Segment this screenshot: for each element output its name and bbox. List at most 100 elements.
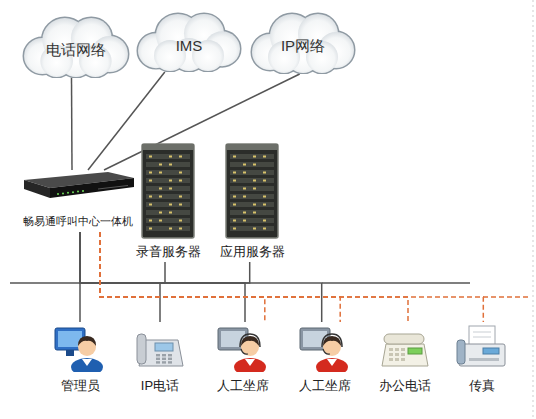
icon-part — [234, 358, 266, 372]
icon-part — [168, 354, 172, 356]
icon-part — [243, 188, 246, 190]
node-label: 办公电话 — [372, 378, 438, 394]
icon-part — [230, 162, 274, 167]
icon-part — [401, 353, 405, 356]
icon-part — [130, 140, 206, 242]
icon-part — [66, 350, 74, 356]
icon-part — [146, 202, 190, 207]
icon-part — [408, 348, 422, 354]
icon-part — [78, 336, 96, 346]
icon-part — [142, 144, 194, 150]
icon-part — [230, 202, 274, 207]
icon-part — [240, 334, 260, 347]
network-cloud: IP网络 — [248, 10, 358, 74]
icon-part — [169, 204, 172, 206]
icon-part — [169, 228, 172, 230]
icon-part — [162, 358, 166, 360]
icon-part — [263, 196, 266, 198]
icon-part — [263, 220, 266, 222]
node-label: 应用服务器 — [214, 244, 290, 260]
icon-part — [146, 218, 190, 223]
icon-part — [230, 154, 274, 159]
icon-part — [233, 180, 236, 182]
icon-part — [162, 354, 166, 356]
icon-part — [230, 194, 274, 199]
icon-part — [169, 164, 172, 166]
icon-part — [155, 343, 173, 351]
icon-part — [214, 140, 290, 242]
icon-part — [149, 204, 152, 206]
icon-part — [243, 220, 246, 222]
icon-part — [156, 358, 160, 360]
icon-part — [230, 170, 274, 175]
icon-part — [149, 228, 152, 230]
icon-part — [241, 336, 259, 346]
icon-part — [292, 322, 358, 372]
connector-line — [104, 74, 300, 170]
bus-stub — [10, 282, 80, 284]
terminal-node: 人工坐席 — [292, 322, 358, 398]
dashed-link — [100, 232, 408, 322]
icon-part — [233, 220, 236, 222]
icon-part — [149, 180, 152, 182]
icon-part — [50, 178, 134, 198]
icon-part — [149, 220, 152, 222]
icon-part — [146, 226, 190, 231]
icon-part — [230, 186, 274, 191]
icon-part — [159, 212, 162, 214]
icon-part — [233, 204, 236, 206]
icon-part — [18, 170, 138, 214]
icon-part — [382, 344, 428, 366]
icon-part — [243, 212, 246, 214]
icon-part — [459, 344, 505, 366]
icon-part — [473, 332, 491, 333]
icon-part — [263, 180, 266, 182]
icon-part — [253, 156, 256, 158]
terminal-node: 人工坐席 — [210, 322, 276, 398]
icon-part — [473, 337, 491, 338]
icon-part — [24, 180, 50, 198]
icon-part — [233, 156, 236, 158]
icon-part — [253, 180, 256, 182]
icon-part — [226, 144, 278, 238]
icon-part — [71, 358, 103, 372]
icon-part — [372, 322, 438, 372]
icon-part — [323, 349, 330, 354]
icon-part — [169, 188, 172, 190]
terminal-node: 传真 — [449, 322, 515, 398]
icon-part — [263, 172, 266, 174]
icon-part — [146, 162, 190, 167]
icon-part — [179, 196, 182, 198]
page-border — [533, 0, 534, 419]
icon-part — [62, 192, 64, 194]
icon-part — [149, 172, 152, 174]
icon-part — [449, 322, 515, 372]
icon-part — [457, 340, 465, 364]
icon-part — [253, 188, 256, 190]
icon-part — [245, 359, 255, 366]
icon-part — [159, 196, 162, 198]
icon-part — [389, 358, 393, 361]
icon-part — [395, 358, 399, 361]
icon-part — [169, 156, 172, 158]
icon-part — [146, 170, 190, 175]
icon-part — [162, 361, 166, 363]
cloud-label: IP网络 — [248, 10, 358, 74]
cloud-label: 电话网络 — [20, 14, 132, 78]
node-label: 管理员 — [47, 378, 113, 394]
icon-part — [57, 193, 59, 195]
icon-part — [210, 322, 276, 372]
icon-part — [179, 228, 182, 230]
icon-part — [401, 358, 405, 361]
dashed-link — [100, 232, 340, 322]
icon-part — [316, 358, 348, 372]
icon-part — [389, 353, 393, 356]
icon-part — [179, 156, 182, 158]
icon-part — [323, 336, 341, 346]
icon-part — [179, 180, 182, 182]
node-label: 传真 — [449, 378, 515, 394]
icon-part — [241, 349, 248, 354]
icon-part — [483, 348, 499, 354]
network-cloud: 电话网络 — [20, 14, 132, 78]
server-rack: 应用服务器 — [214, 140, 290, 262]
